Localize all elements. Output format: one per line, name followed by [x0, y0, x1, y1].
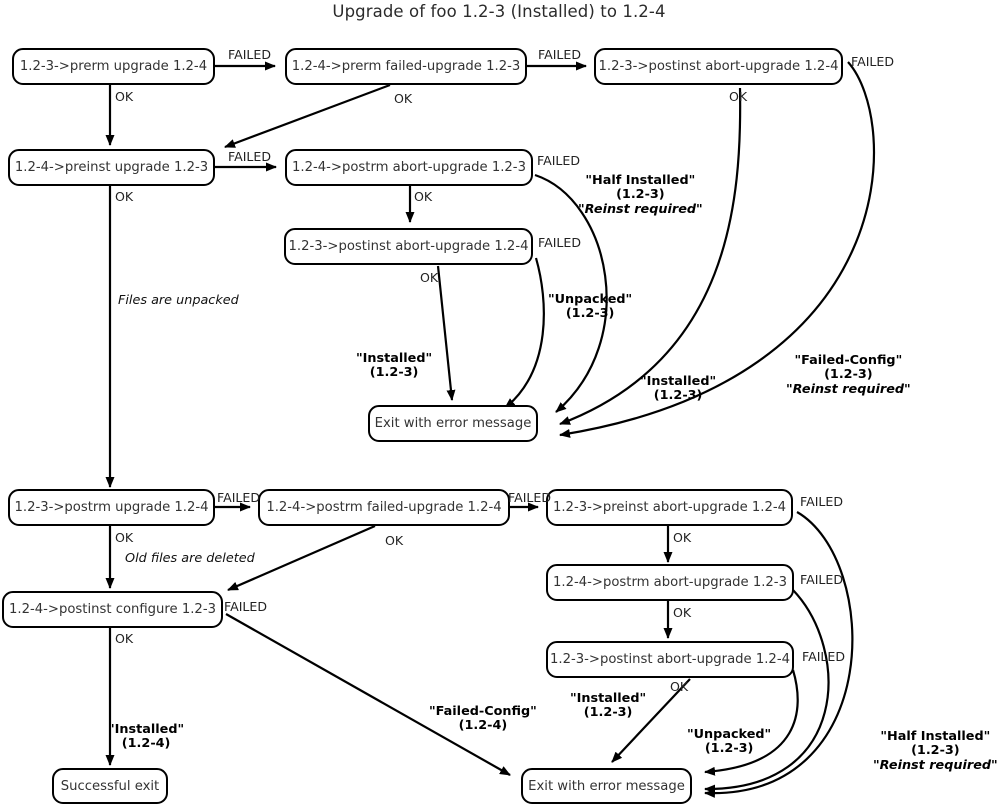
- node-postrm-abort-upgrade-mid[interactable]: 1.2-4->postrm abort-upgrade 1.2-3: [285, 149, 533, 186]
- state-failed-config-version-1: (1.2-3): [824, 367, 873, 383]
- state-unpacked-version-2: (1.2-3): [704, 741, 754, 757]
- node-postrm-abort-upgrade-bottom[interactable]: 1.2-4->postrm abort-upgrade 1.2-3: [546, 564, 794, 601]
- state-half-installed-bottom: "Half Installed" (1.2-3) "Reinst require…: [873, 729, 998, 773]
- node-postinst-abort-upgrade-mid[interactable]: 1.2-3->postinst abort-upgrade 1.2-4: [284, 228, 533, 265]
- state-installed-top-right: "Installed" (1.2-3): [640, 374, 717, 404]
- state-installed-label-4: "Installed": [108, 722, 185, 737]
- state-half-installed-label: "Half Installed": [585, 173, 696, 188]
- state-installed-label-2: "Installed": [640, 374, 717, 389]
- note-old-files-deleted: Old files are deleted: [125, 551, 255, 566]
- edge-label-failed-3: FAILED: [851, 54, 895, 69]
- state-failed-config-version-2: (1.2-4): [458, 718, 508, 734]
- node-postinst-abort-upgrade-bottom[interactable]: 1.2-3->postinst abort-upgrade 1.2-4: [546, 641, 794, 678]
- edge-label-ok-8: OK: [385, 533, 404, 548]
- state-half-installed-top: "Half Installed" (1.2-3) "Reinst require…: [578, 173, 703, 217]
- node-postinst-configure[interactable]: 1.2-4->postinst configure 1.2-3: [2, 591, 223, 628]
- node-prerm-upgrade[interactable]: 1.2-3->prerm upgrade 1.2-4: [12, 48, 215, 85]
- edge-label-ok-4: OK: [115, 189, 134, 204]
- state-unpacked-top: "Unpacked" (1.2-3): [548, 292, 633, 322]
- edge-label-ok-9: OK: [673, 530, 692, 545]
- state-half-installed-version-2: (1.2-3): [911, 743, 960, 759]
- edge-label-ok-11: OK: [115, 631, 134, 646]
- edge-label-failed-6: FAILED: [538, 235, 582, 250]
- edge-label-ok-10: OK: [673, 605, 692, 620]
- state-installed-version-2: (1.2-3): [653, 388, 703, 404]
- page-title: Upgrade of foo 1.2-3 (Installed) to 1.2-…: [332, 2, 666, 21]
- node-postrm-failed-upgrade[interactable]: 1.2-4->postrm failed-upgrade 1.2-4: [258, 489, 510, 526]
- state-unpacked-version: (1.2-3): [565, 306, 615, 322]
- state-half-installed-version: (1.2-3): [616, 187, 665, 203]
- node-exit-error-bottom[interactable]: Exit with error message: [521, 768, 692, 804]
- edge-label-failed-7: FAILED: [217, 490, 261, 505]
- state-reinst-required-top: "Reinst required": [578, 201, 703, 217]
- edge-label-ok-7: OK: [115, 530, 134, 545]
- edge-label-ok-6: OK: [420, 270, 439, 285]
- node-preinst-upgrade[interactable]: 1.2-4->preinst upgrade 1.2-3: [8, 149, 215, 186]
- node-postinst-abort-upgrade-top[interactable]: 1.2-3->postinst abort-upgrade 1.2-4: [594, 48, 843, 85]
- node-preinst-abort-upgrade[interactable]: 1.2-3->preinst abort-upgrade 1.2-4: [546, 489, 793, 526]
- state-half-installed-label-2: "Half Installed": [880, 729, 991, 744]
- edge-label-failed-5: FAILED: [537, 153, 581, 168]
- state-installed-bottom: "Installed" (1.2-3): [570, 691, 647, 721]
- edge-label-ok-1: OK: [115, 89, 134, 104]
- edge-label-failed-12: FAILED: [802, 649, 846, 664]
- state-installed-124: "Installed" (1.2-4): [108, 722, 185, 752]
- state-unpacked-label: "Unpacked": [548, 292, 633, 307]
- state-unpacked-label-2: "Unpacked": [687, 727, 772, 742]
- edge-label-failed-8: FAILED: [508, 490, 552, 505]
- state-reinst-required-bottom: "Reinst required": [873, 757, 998, 773]
- edge-label-failed-1: FAILED: [228, 47, 272, 62]
- state-installed-version-1: (1.2-3): [369, 365, 419, 381]
- node-exit-error-top[interactable]: Exit with error message: [368, 405, 538, 442]
- edge-label-ok-12: OK: [670, 679, 689, 694]
- edge-label-failed-9: FAILED: [800, 494, 844, 509]
- state-installed-top-left: "Installed" (1.2-3): [356, 351, 433, 381]
- node-prerm-failed-upgrade[interactable]: 1.2-4->prerm failed-upgrade 1.2-3: [285, 48, 527, 85]
- note-files-unpacked: Files are unpacked: [118, 293, 239, 308]
- edge-label-failed-2: FAILED: [538, 47, 582, 62]
- state-installed-version-3: (1.2-3): [583, 705, 633, 721]
- edge-label-ok-3: OK: [729, 89, 748, 104]
- state-installed-label-3: "Installed": [570, 691, 647, 706]
- node-postrm-upgrade[interactable]: 1.2-3->postrm upgrade 1.2-4: [8, 489, 215, 526]
- edge-label-ok-5: OK: [414, 189, 433, 204]
- state-failed-config-label-1: "Failed-Config": [794, 353, 903, 368]
- edge-label-ok-2: OK: [394, 91, 413, 106]
- node-successful-exit[interactable]: Successful exit: [52, 768, 168, 804]
- state-installed-version-4: (1.2-4): [121, 736, 171, 752]
- state-failed-config-label-2: "Failed-Config": [429, 704, 537, 719]
- state-failed-config-124: "Failed-Config" (1.2-4): [429, 704, 537, 734]
- edge-label-failed-10: FAILED: [224, 599, 268, 614]
- edge-label-failed-11: FAILED: [800, 572, 844, 587]
- edge-label-failed-4: FAILED: [228, 149, 272, 164]
- state-unpacked-bottom: "Unpacked" (1.2-3): [687, 727, 772, 757]
- state-reinst-required-mid: "Reinst required": [786, 381, 911, 397]
- state-installed-label-1: "Installed": [356, 351, 433, 366]
- state-failed-config-123: "Failed-Config" (1.2-3) "Reinst required…: [786, 353, 911, 397]
